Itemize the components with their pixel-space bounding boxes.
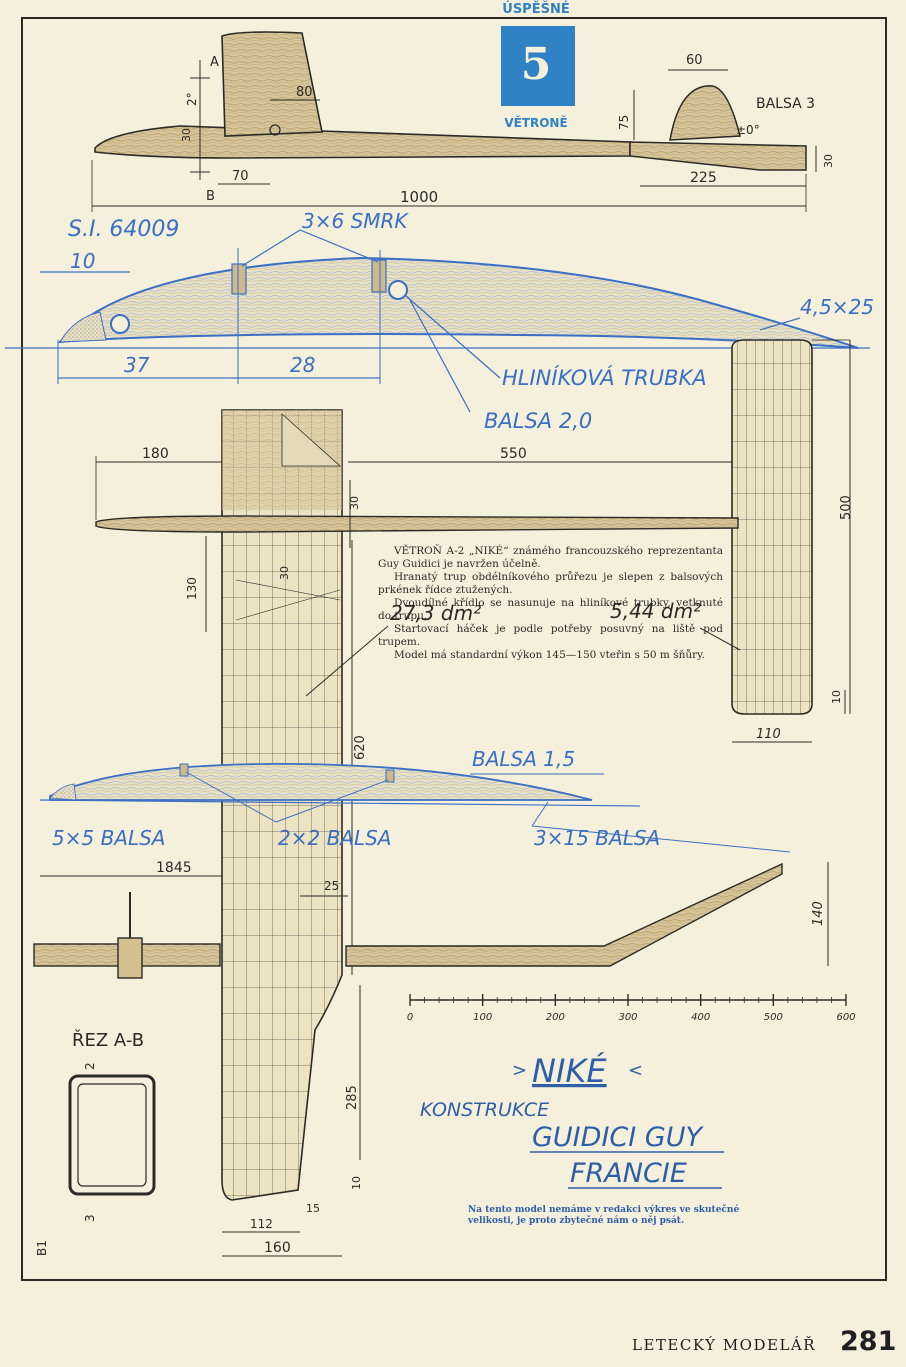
airfoil-tube: HLINÍKOVÁ TRUBKA (502, 365, 707, 390)
airfoil-section: S.I. 64009 3×6 SMRK 10 37 28 HLINÍKOVÁ T… (5, 209, 874, 433)
scale-tick-label: 400 (691, 1012, 710, 1023)
top-dim-112: 112 (250, 1217, 273, 1231)
top-dim-160: 160 (264, 1240, 291, 1256)
side-dim-225: 225 (690, 170, 717, 186)
airfoil-dim-28: 28 (290, 353, 315, 377)
top-dim-500: 500 (839, 495, 854, 520)
front-view: 1845 140 (33, 860, 829, 979)
side-rudder (669, 85, 741, 141)
top-dim-30c: 30 (278, 566, 291, 580)
fuselage-boom (95, 515, 739, 533)
scale-tick-label: 600 (836, 1012, 855, 1023)
side-dim-30b: 30 (822, 154, 835, 168)
stab-balsa-2x2: 2×2 BALSA (278, 826, 392, 850)
stab-balsa-15: BALSA 1,5 (472, 747, 575, 771)
top-dim-30a: 30 (348, 496, 361, 510)
wing-area: 27,3 dm² (390, 601, 481, 625)
side-tube-hole (269, 124, 281, 136)
side-dim-b: B (206, 189, 215, 204)
magazine-title: LETECKÝ MODELÁŘ (632, 1336, 817, 1354)
airfoil-profile: S.I. 64009 (68, 217, 179, 242)
top-dim-25: 25 (324, 879, 339, 893)
stabilizer-top: 500 10 110 5,44 dm² (610, 339, 854, 743)
top-dim-180: 180 (142, 446, 169, 462)
desc-para-3: Dvoudílné křídlo se nasunuje na hliníkov… (378, 597, 723, 622)
top-dim-550: 550 (500, 446, 527, 462)
stabilizer-outline (731, 339, 813, 715)
title-arrow-left: > (512, 1060, 527, 1081)
desc-para-1: VĚTROŇ A-2 „NIKÉ“ známého francouzského … (378, 545, 723, 570)
stab-balsa-5x5: 5×5 BALSA (52, 826, 166, 850)
badge-label: VĚTRONĚ (504, 115, 567, 130)
scale-tick-label: 500 (764, 1012, 783, 1023)
header-top-label: ÚSPĚŠNÉ (502, 1, 569, 17)
editorial-note: Na tento model nemáme v redakci výkres v… (468, 1205, 740, 1226)
section-dim-2: 2 (83, 1062, 97, 1070)
side-dim-1000: 1000 (400, 188, 438, 206)
title-country: FRANCIE (570, 1158, 687, 1189)
section-ab: ŘEZ A-B 2 3 (68, 1029, 156, 1222)
scale-tick-label: 200 (546, 1012, 565, 1023)
badge-number: 5 (521, 39, 552, 90)
side-dim-angle: 2° (185, 92, 199, 106)
scale-tick-label: 0 (407, 1012, 413, 1023)
title-block: > NIKÉ < KONSTRUKCE GUIDICI GUY FRANCIE (420, 1052, 724, 1189)
front-dim-1845: 1845 (156, 860, 192, 876)
top-dim-285: 285 (345, 1085, 360, 1110)
front-dim-140: 140 (811, 901, 826, 926)
scale-tick-label: 300 (618, 1012, 637, 1023)
side-fuselage (94, 125, 631, 159)
title-arrow-right: < (628, 1060, 643, 1081)
side-dim-70: 70 (232, 169, 249, 184)
airfoil-spar: 3×6 SMRK (302, 209, 409, 233)
badge-box (501, 26, 575, 106)
top-dim-130: 130 (185, 577, 199, 600)
side-dim-80: 80 (296, 85, 313, 100)
tail-area: 5,44 dm² (610, 599, 701, 623)
side-dim-zero: ±0° (736, 123, 760, 137)
airfoil-dim-37: 37 (124, 353, 150, 377)
side-dim-a: A (210, 55, 219, 70)
wing-panel (221, 409, 343, 1201)
wing-top: 180 550 30 130 30 620 27,3 dm² 25 285 10… (95, 409, 739, 1257)
section-title: ŘEZ A-B (72, 1029, 144, 1051)
airfoil-te: 4,5×25 (800, 295, 874, 319)
airfoil-shape (57, 256, 859, 349)
section-dim-3: 3 (83, 1214, 97, 1222)
airfoil-balsa: BALSA 2,0 (484, 409, 592, 433)
draftsman-signature: B1 (35, 1240, 49, 1256)
desc-para-4: Startovací háček je podle potřeby posuvn… (378, 623, 723, 648)
desc-para-2: Hranatý trup obdélníkového průřezu je sl… (378, 571, 723, 596)
page-frame (21, 17, 887, 1281)
title-name: NIKÉ (532, 1052, 607, 1090)
desc-para-5: Model má standardní výkon 145—150 vteřin… (394, 649, 706, 661)
side-tailboom (629, 141, 807, 171)
top-dim-10b: 10 (350, 1176, 363, 1190)
scale-tick-label: 100 (473, 1012, 492, 1023)
side-view: A B 2° 30 80 70 1000 75 60 BALSA 3 ±0° 2… (91, 31, 835, 212)
airfoil-dim-10: 10 (70, 249, 95, 273)
stab-section: BALSA 1,5 5×5 BALSA 2×2 BALSA 3×15 BALSA (39, 747, 791, 853)
top-dim-15: 15 (306, 1202, 320, 1215)
page-number: 281 (840, 1326, 897, 1357)
side-fin (221, 31, 323, 137)
top-dim-110: 110 (756, 727, 781, 742)
title-subtitle: KONSTRUKCE (420, 1099, 549, 1121)
side-balsa-label: BALSA 3 (756, 96, 815, 112)
side-dim-height: 30 (180, 128, 193, 142)
model-description: VĚTROŇ A-2 „NIKÉ“ známého francouzského … (378, 545, 723, 662)
top-dim-10a: 10 (830, 690, 843, 704)
stab-balsa-3x15: 3×15 BALSA (534, 826, 660, 850)
top-dim-620: 620 (353, 735, 368, 760)
side-dim-60: 60 (686, 53, 703, 68)
title-author: GUIDICI GUY (532, 1122, 704, 1153)
side-dim-75: 75 (617, 115, 631, 130)
scale-bar: 0 100 200 300 400 500 600 (407, 994, 856, 1023)
